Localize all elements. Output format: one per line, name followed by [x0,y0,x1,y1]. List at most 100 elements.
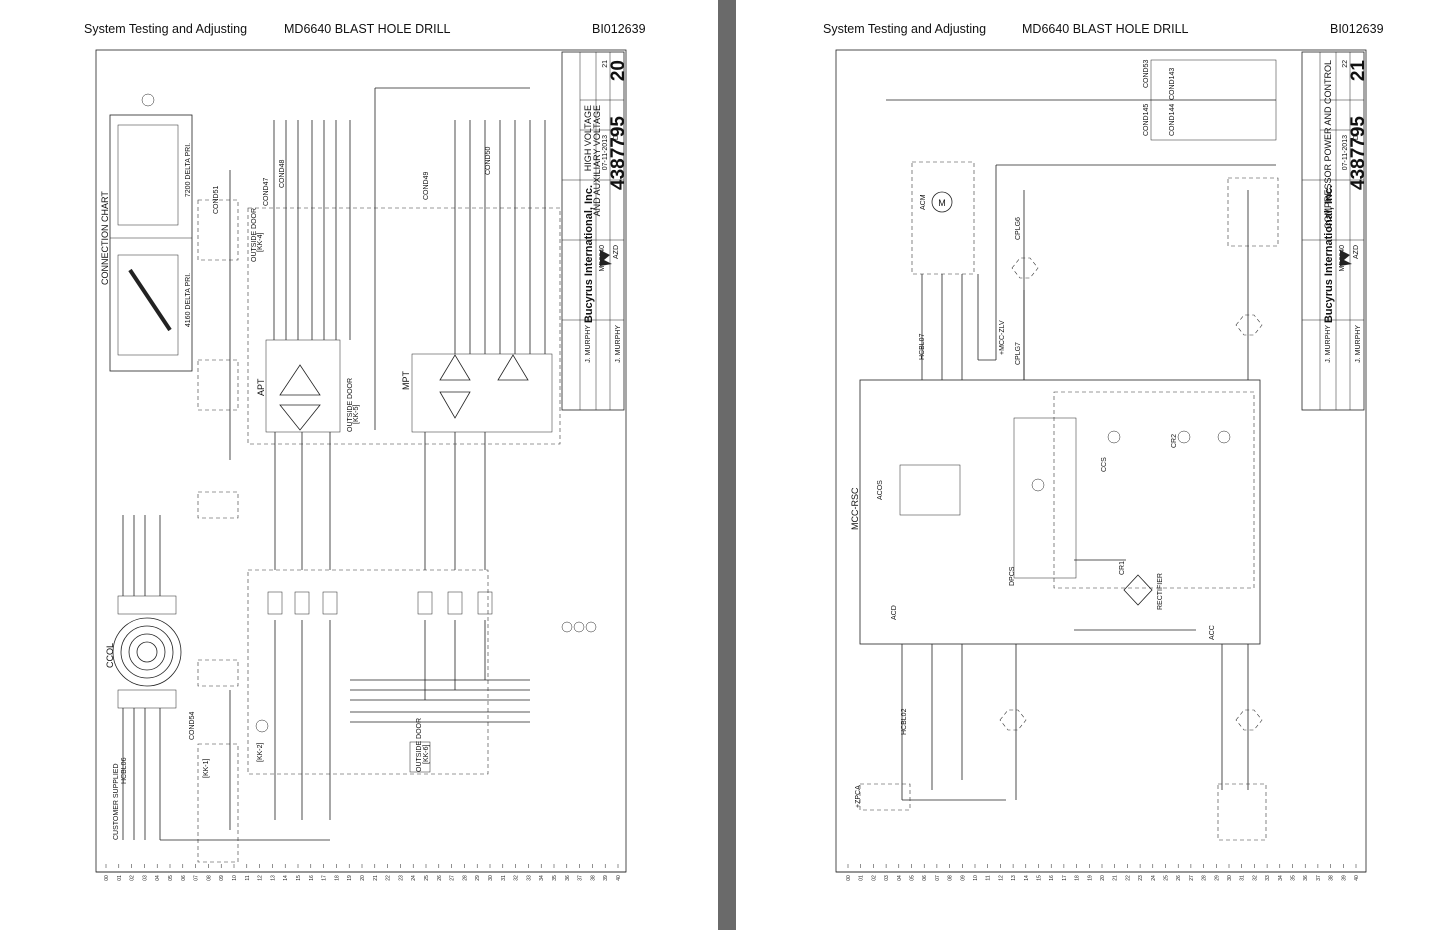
dpcs-label: DPCS [1009,566,1016,586]
axis-label: 08 [206,875,212,881]
title-engineer: J. MURPHY [585,325,592,363]
connection-chart-title: CONNECTION CHART [100,191,110,285]
axis-label: 14 [1024,875,1030,881]
axis-label: 39 [603,875,609,881]
outside-door-label-c: OUTSIDE DOOR [416,718,423,772]
outside-door-label-a: OUTSIDE DOOR [251,208,258,262]
axis-label: 40 [1354,875,1360,881]
axis-label: 34 [539,875,545,881]
axis-label: 21 [1113,875,1119,881]
svg-text:M: M [938,198,946,208]
sheet-title-line-1: HIGH VOLTAGE [583,105,593,171]
axis-label: 28 [462,875,468,881]
axis-label: 07 [194,875,200,881]
coil-icon [1107,430,1121,444]
kk5-label: [KK-5] [353,404,360,424]
axis-label: 10 [973,875,979,881]
axis-label: 04 [897,875,903,881]
drawing-number: 4387795 [608,116,629,190]
axis-label: 15 [296,875,302,881]
axis-label: 25 [424,875,430,881]
axis-label: 29 [1214,875,1220,881]
title-total-sheets: 21 [602,60,609,68]
coil-icon [1217,430,1231,444]
axis-label: 12 [998,875,1004,881]
title-date: 07-11-2013 [602,135,609,170]
axis-label: 01 [117,875,123,881]
axis-label: 09 [960,875,966,881]
cr2-label: CR2 [1171,434,1178,448]
drawing-number: 4387795 [1348,116,1369,190]
document-page-left: System Testing and Adjusting MD6640 BLAS… [0,0,718,930]
drawing-frame [95,49,627,873]
ccol-label: CCOL [105,643,115,668]
axis-label: 15 [1037,875,1043,881]
axis-label: 02 [130,875,136,881]
sheet-title-line-1: COMPRESSOR POWER AND CONTROL [1323,60,1333,229]
axis-label: 30 [488,875,494,881]
breaker-symbols [267,591,493,773]
cplg6-label: CPLG6 [1015,217,1022,240]
axis-label: 00 [846,875,852,881]
plug-hex-icon [1235,709,1263,731]
axis-label: 03 [142,875,148,881]
axis-label: 03 [884,875,890,881]
cond143-label: COND143 [1169,68,1176,100]
title-checked: AZD [613,245,620,259]
header-right-text: BI012639 [1330,22,1384,36]
apt-transformer: APT [256,339,341,433]
axis-label: 09 [219,875,225,881]
plug-hex-icon [999,709,1027,731]
axis-label: 16 [1049,875,1055,881]
axis-label: 28 [1202,875,1208,881]
apt-label: APT [256,378,266,396]
axis-label: 07 [935,875,941,881]
customer-supplied-label: CUSTOMER SUPPLIED [113,764,120,841]
axis-label: 24 [411,875,417,881]
axis-label: 13 [270,875,276,881]
motor-acm: M ACM [911,161,975,275]
axis-label: 18 [334,875,340,881]
cond54-label: COND54 [189,711,196,740]
axis-label: 10 [232,875,238,881]
axis-label: 12 [258,875,264,881]
title-revision: D [1353,135,1360,140]
axis-label: 24 [1151,875,1157,881]
sheet-number: 20 [608,60,629,81]
rectifier: RECTIFIER [1123,573,1164,610]
axis-label: 30 [1227,875,1233,881]
hcbl07-label: HCBL07 [919,333,926,360]
sheet-number: 21 [1348,60,1369,82]
zlv-label: +MCC-ZLV [999,320,1006,355]
connection-chart: CONNECTION CHART 7200 DELTA PRI. 4160 DE… [100,93,193,372]
axis-label: 19 [1087,875,1093,881]
title-drawn-by: J. MURPHY [615,325,622,363]
axis-label: 00 [104,875,110,881]
axis-label: 34 [1278,875,1284,881]
axis-label: 37 [578,875,584,881]
axis-label: 31 [501,875,507,881]
plug-hex-icon [1011,257,1039,279]
axis-label: 11 [245,875,251,880]
axis-label: 22 [1125,875,1131,881]
cond48-label: COND48 [279,159,286,188]
axis-label: 38 [590,875,596,881]
axis-label: 29 [475,875,481,881]
title-block: 20 4387795 HIGH VOLTAGE AND AUXILIARY VO… [561,51,629,411]
axis-label: 05 [168,875,174,881]
cond144-label: COND144 [1169,104,1176,136]
axis-label: 01 [859,875,865,881]
title-engineer: J. MURPHY [1325,325,1332,363]
acm-label: ACM [920,194,927,210]
title-checked: AZD [1353,245,1360,259]
company-name: Bucyrus International, Inc. [583,185,595,323]
axis-label: 16 [309,875,315,881]
axis-label: 38 [1329,875,1335,881]
acc-label: ACC [1209,625,1216,640]
axis-label: 23 [398,875,404,881]
axis-label: 04 [155,875,161,881]
bucyrus-logo-icon [600,250,612,266]
axis-label: 32 [1252,875,1258,881]
